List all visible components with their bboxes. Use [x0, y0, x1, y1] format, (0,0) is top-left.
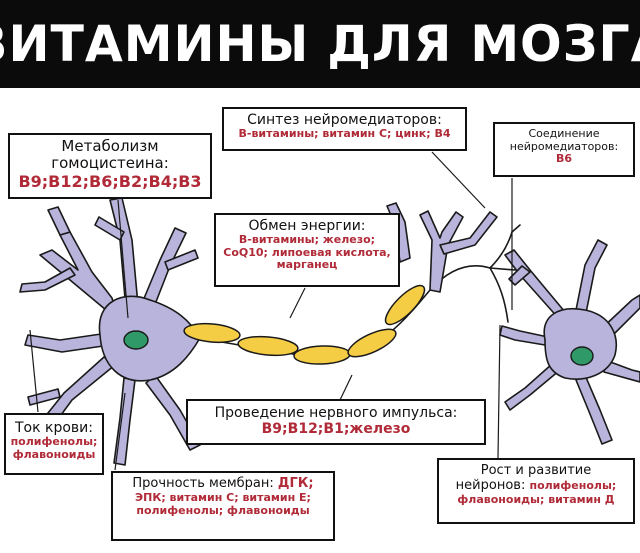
homocysteine-value: B9;B12;B6;B2;B4;B3: [18, 171, 202, 191]
connection-title-1: Соединение: [528, 127, 600, 140]
energy-value-1: B-витамины; железо;: [238, 233, 376, 247]
synthesis-value: B-витамины; витамин C; цинк; B4: [238, 127, 451, 141]
connection-box: Соединение нейромедиаторов: B6: [493, 122, 635, 177]
left-nucleus: [123, 330, 149, 350]
connection-title-2: нейромедиаторов:: [509, 139, 619, 153]
homocysteine-box: Метаболизм гомоцистеина: B9;B12;B6;B2;B4…: [8, 133, 212, 199]
blood-value-1: полифенолы;: [10, 435, 98, 449]
title-banner: ВИТАМИНЫ ДЛЯ МОЗГА: [0, 0, 640, 88]
homocysteine-title-2: гомоцистеина:: [51, 154, 169, 173]
impulse-box: Проведение нервного импульса: B9;B12;B1;…: [186, 399, 486, 445]
membrane-value-3: полифенолы; флавоноиды: [136, 503, 310, 517]
axon-terminals: [489, 224, 521, 323]
blood-title: Ток крови:: [15, 420, 93, 436]
right-neuron: [499, 239, 640, 445]
blood-box: Ток крови: полифенолы; флавоноиды: [4, 413, 104, 475]
myelin-sheaths: [183, 284, 426, 365]
energy-value-2: CoQ10; липоевая кислота,: [223, 245, 391, 259]
growth-box: Рост и развитие нейронов: полифенолы; фл…: [437, 458, 635, 524]
connection-value: B6: [555, 152, 573, 166]
membrane-title: Прочность мембран:: [132, 476, 274, 491]
upper-dendrites: [386, 202, 498, 293]
left-soma: [98, 295, 201, 382]
page-title: ВИТАМИНЫ ДЛЯ МОЗГА: [0, 15, 640, 73]
pointer-lines: [29, 151, 513, 471]
membrane-title-line: Прочность мембран: ДГК;: [113, 476, 333, 492]
growth-title-1: Рост и развитие: [480, 463, 592, 478]
growth-value-2: флавоноиды; витамин Д: [457, 492, 615, 506]
blood-value-2: флавоноиды: [12, 447, 96, 461]
growth-value-inline: полифенолы;: [529, 478, 617, 492]
membrane-value-2: ЭПК; витамин C; витамин E;: [135, 490, 311, 504]
growth-title-line: нейронов: полифенолы;: [439, 477, 633, 494]
synthesis-title: Синтез нейромедиаторов:: [247, 112, 442, 128]
left-dendrites: [19, 197, 201, 466]
energy-box: Обмен энергии: B-витамины; железо; CoQ10…: [214, 213, 400, 287]
right-nucleus: [570, 346, 594, 366]
growth-title-2: нейронов:: [455, 477, 526, 493]
membrane-box: Прочность мембран: ДГК; ЭПК; витамин C; …: [111, 471, 335, 541]
membrane-value-inline: ДГК;: [277, 476, 314, 491]
energy-value-3: марганец: [276, 258, 338, 272]
impulse-title: Проведение нервного импульса:: [214, 405, 458, 421]
impulse-value: B9;B12;B1;железо: [261, 421, 411, 438]
homocysteine-title-1: Метаболизм: [61, 137, 159, 155]
synthesis-box: Синтез нейромедиаторов: B-витамины; вита…: [222, 107, 467, 151]
energy-title: Обмен энергии:: [248, 218, 366, 234]
